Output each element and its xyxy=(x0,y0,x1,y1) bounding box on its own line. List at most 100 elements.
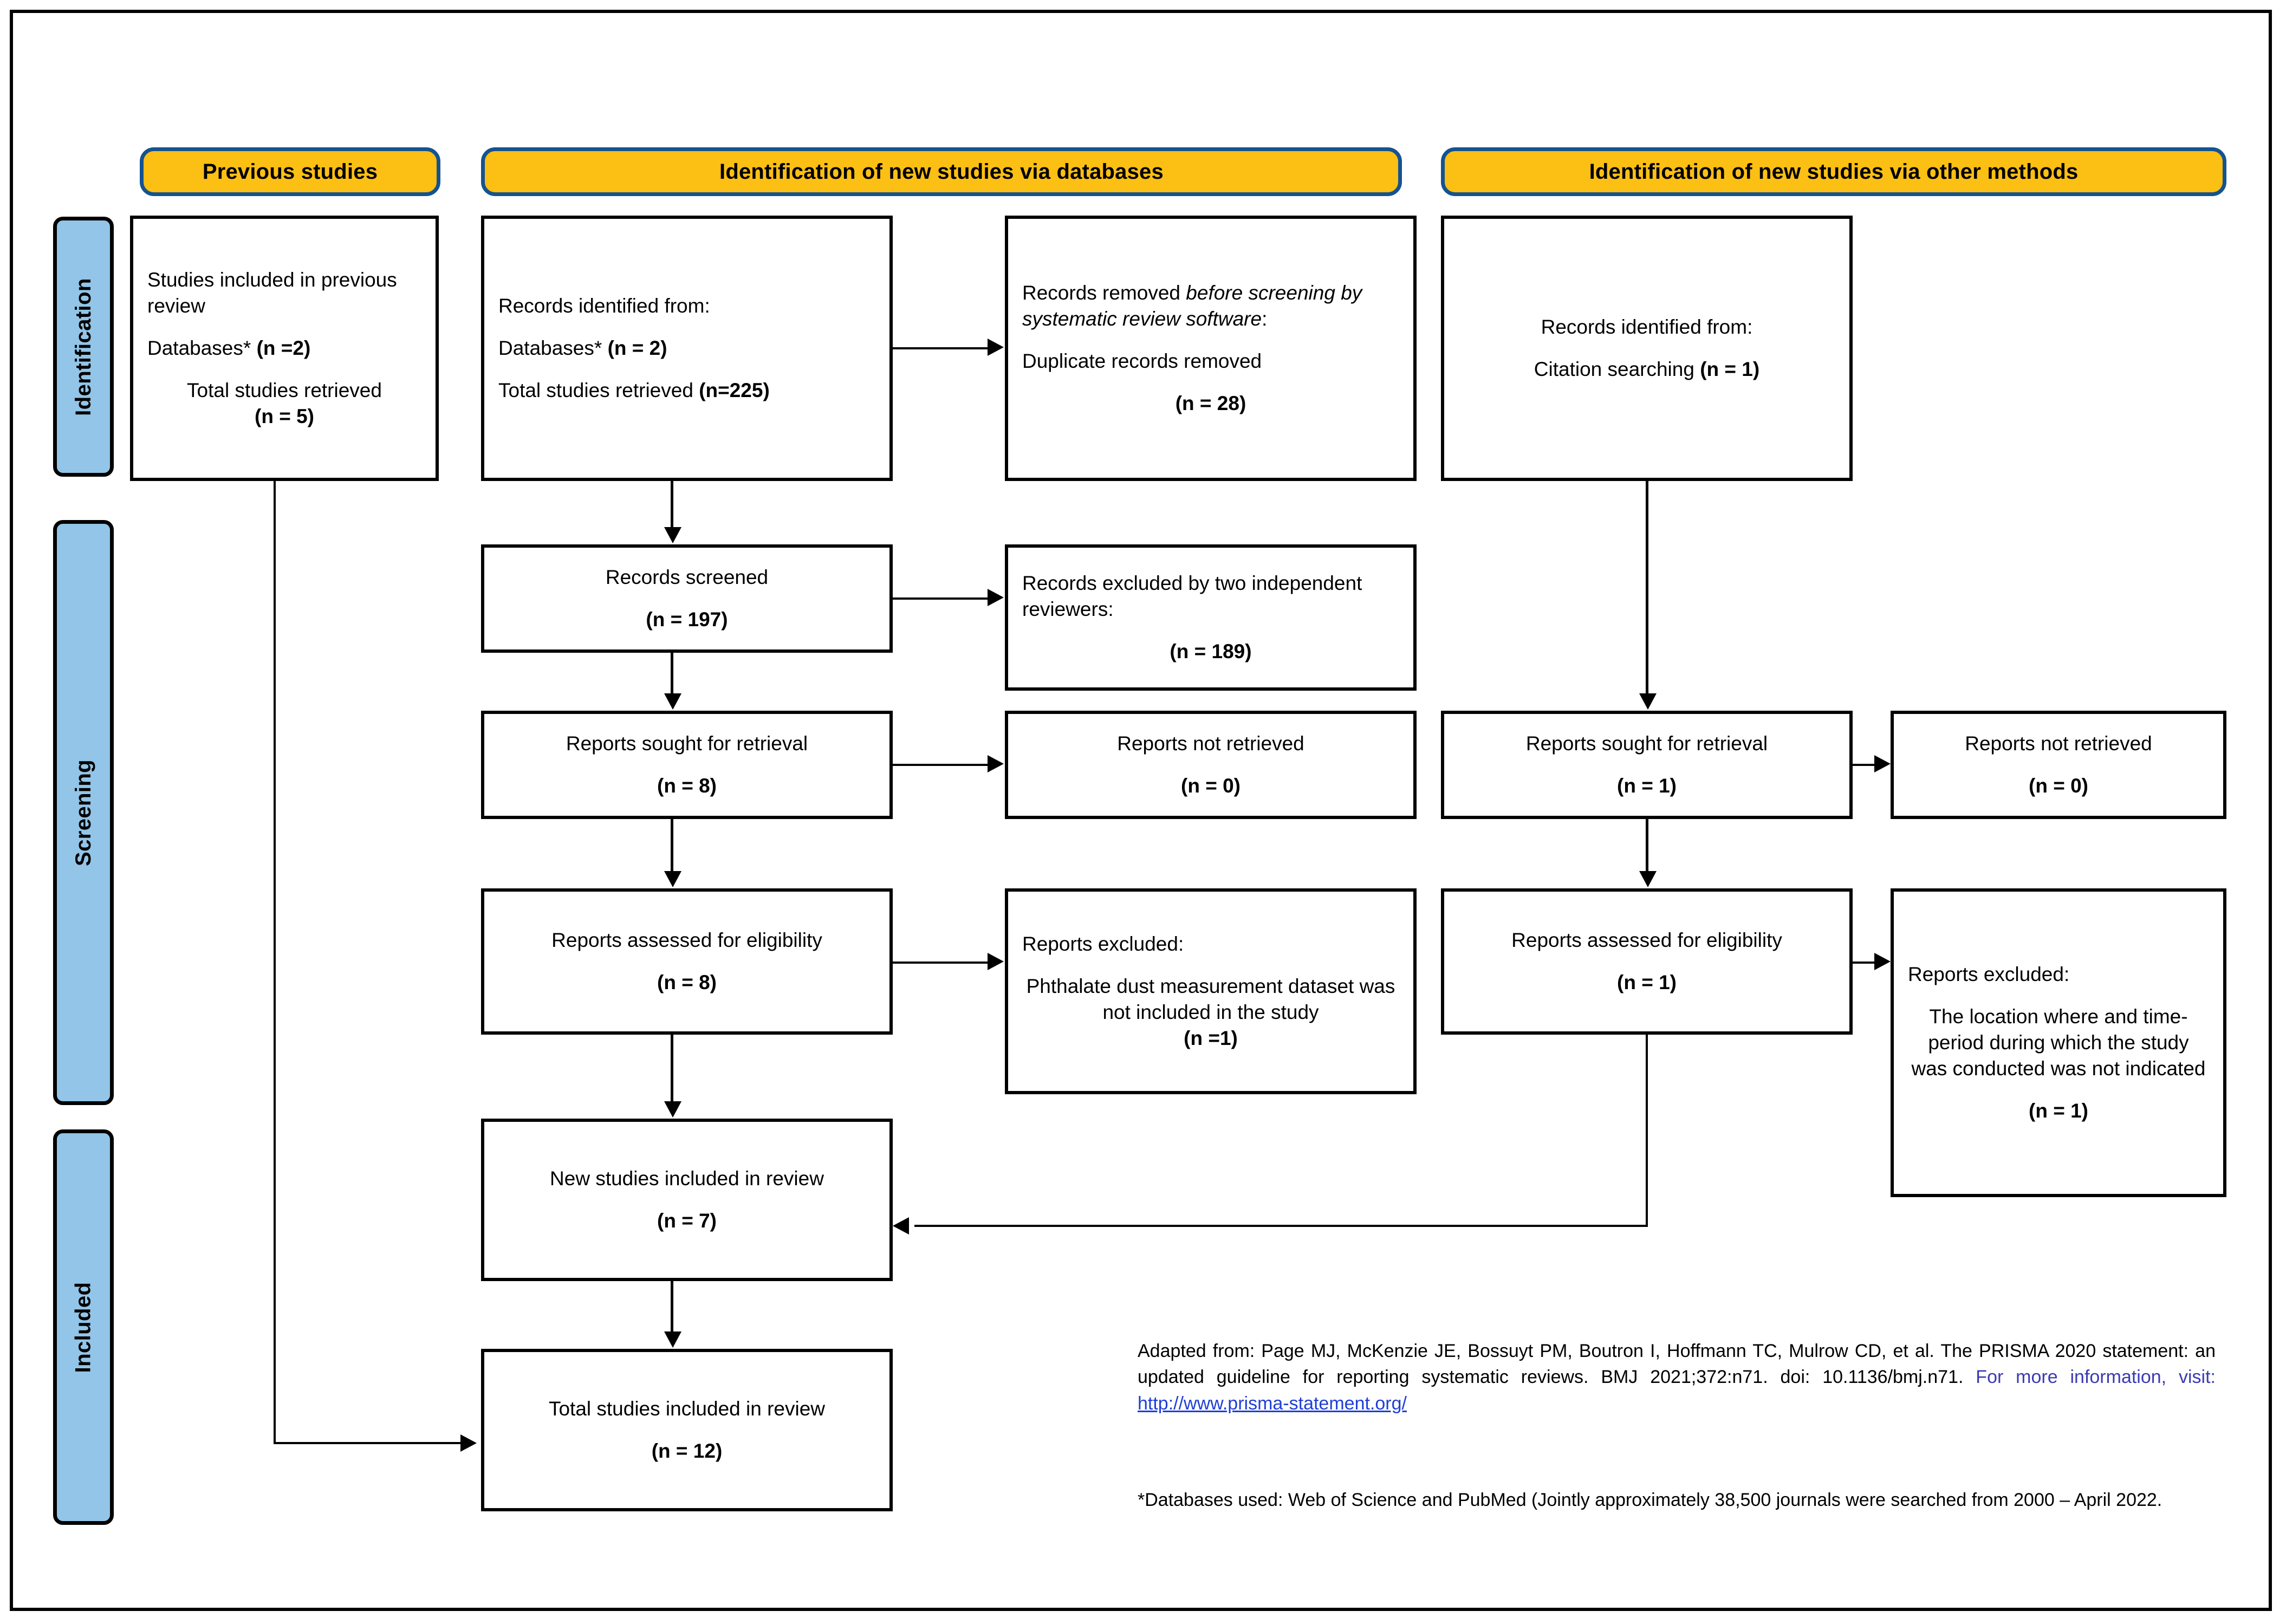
arrowhead-identified-to-sought-other xyxy=(1639,693,1657,710)
new-studies-included-line1: New studies included in review xyxy=(550,1167,824,1190)
reports-excluded-db-reason: Phthalate dust measurement dataset was n… xyxy=(1026,975,1395,1023)
spacer xyxy=(1022,957,1399,973)
arrowhead-sought-to-assessed-other xyxy=(1639,871,1657,887)
box-reports-sought-other: Reports sought for retrieval (n = 1) xyxy=(1441,711,1853,819)
reports-assessed-db-line1: Reports assessed for eligibility xyxy=(551,928,822,951)
spacer xyxy=(1908,988,2209,1004)
column-header-previous-studies: Previous studies xyxy=(140,147,440,196)
arrowhead-screened-to-excluded xyxy=(988,589,1004,606)
reports-not-retrieved-db-count-value: (n = 0) xyxy=(1181,775,1241,797)
box-records-removed: Records removed before screening by syst… xyxy=(1005,216,1417,481)
box-records-identified-other: Records identified from: Citation search… xyxy=(1441,216,1853,481)
total-studies-included-line1: Total studies included in review xyxy=(548,1397,826,1420)
box-reports-not-retrieved-other: Reports not retrieved (n = 0) xyxy=(1891,711,2226,819)
box-reports-excluded-databases: Reports excluded: Phthalate dust measure… xyxy=(1005,888,1417,1094)
records-identified-other-line2: Citation searching (n = 1) xyxy=(1458,356,1835,382)
records-removed-line1-italic: before screening by systematic review so… xyxy=(1022,281,1362,330)
arrowhead-assessed-to-excluded-other xyxy=(1874,953,1891,970)
arrowhead-assessed-to-newstudies xyxy=(664,1101,681,1118)
box-records-identified-databases: Records identified from: Databases* (n =… xyxy=(481,216,893,481)
prisma-statement-link[interactable]: http://www.prisma-statement.org/ xyxy=(1138,1393,1407,1414)
connector-identified-to-sought-other xyxy=(1646,481,1648,693)
spacer xyxy=(147,319,421,335)
column-header-other-methods: Identification of new studies via other … xyxy=(1441,147,2226,196)
records-identified-other-line2-count: (n = 1) xyxy=(1700,358,1760,380)
column-header-other-methods-label: Identification of new studies via other … xyxy=(1589,159,2079,184)
spacer xyxy=(498,590,875,607)
records-screened-count-value: (n = 197) xyxy=(646,608,728,631)
box-records-excluded: Records excluded by two independent revi… xyxy=(1005,544,1417,691)
stage-bar-included-label: Included xyxy=(71,1282,95,1373)
spacer xyxy=(498,757,875,773)
spacer xyxy=(498,361,875,378)
note-prisma-citation: Adapted from: Page MJ, McKenzie JE, Boss… xyxy=(1138,1338,2216,1417)
connector-sought-to-assessed-other xyxy=(1646,819,1648,871)
arrowhead-screened-to-sought xyxy=(664,693,681,710)
previous-studies-line1: Studies included in previous review xyxy=(147,268,397,317)
records-removed-line2: Duplicate records removed xyxy=(1022,350,1262,372)
arrowhead-previous-to-total xyxy=(460,1434,477,1452)
spacer xyxy=(1022,374,1399,391)
records-identified-db-line2: Databases* (n = 2) xyxy=(498,335,875,361)
stage-bar-identification-label: Identification xyxy=(71,277,95,416)
reports-excluded-other-count: (n = 1) xyxy=(1908,1098,2209,1124)
reports-excluded-other-reason: The location where and time-period durin… xyxy=(1911,1005,2206,1080)
box-reports-sought-databases: Reports sought for retrieval (n = 8) xyxy=(481,711,893,819)
box-reports-not-retrieved-databases: Reports not retrieved (n = 0) xyxy=(1005,711,1417,819)
records-identified-db-line1: Records identified from: xyxy=(498,294,710,317)
reports-excluded-db-count: (n =1) xyxy=(1022,1025,1399,1051)
reports-sought-db-count: (n = 8) xyxy=(498,773,875,799)
note-citation-cta: For more information, visit: xyxy=(1976,1367,2216,1388)
reports-assessed-db-count: (n = 8) xyxy=(498,970,875,996)
total-studies-included-count-value: (n = 12) xyxy=(651,1440,723,1462)
records-identified-db-line3-count: (n=225) xyxy=(699,379,770,402)
reports-assessed-db-count-value: (n = 8) xyxy=(657,971,717,993)
column-header-previous-studies-label: Previous studies xyxy=(202,159,378,184)
arrowhead-assessed-to-excluded-db xyxy=(988,953,1004,970)
spacer xyxy=(1022,757,1399,773)
connector-other-to-newstudies-vertical xyxy=(1646,1035,1648,1227)
previous-studies-line2-count: (n =2) xyxy=(256,336,311,359)
previous-studies-line3-text: Total studies retrieved xyxy=(187,379,382,402)
connector-sought-to-notretrieved-other xyxy=(1853,764,1874,766)
new-studies-included-count-value: (n = 7) xyxy=(657,1210,717,1232)
connector-assessed-to-excluded-db xyxy=(893,962,988,964)
records-removed-count-value: (n = 28) xyxy=(1175,392,1246,415)
arrowhead-sought-to-notretrieved-db xyxy=(988,755,1004,772)
note-databases-text: *Databases used: Web of Science and PubM… xyxy=(1138,1490,2162,1510)
reports-not-retrieved-other-count-value: (n = 0) xyxy=(2029,775,2088,797)
connector-assessed-to-excluded-other xyxy=(1853,962,1874,964)
reports-assessed-other-line1: Reports assessed for eligibility xyxy=(1511,928,1782,951)
previous-studies-line2-text: Databases* xyxy=(147,336,257,359)
records-screened-count: (n = 197) xyxy=(498,607,875,633)
spacer xyxy=(1458,340,1835,356)
reports-assessed-other-count-value: (n = 1) xyxy=(1617,971,1677,993)
box-reports-excluded-other: Reports excluded: The location where and… xyxy=(1891,888,2226,1197)
connector-screened-to-sought xyxy=(671,653,673,693)
previous-studies-line3-count: (n = 5) xyxy=(255,405,314,428)
spacer xyxy=(498,1422,875,1438)
arrowhead-sought-to-assessed-db xyxy=(664,871,681,887)
stage-bar-screening-label: Screening xyxy=(71,759,95,866)
connector-assessed-to-newstudies xyxy=(671,1035,673,1101)
spacer xyxy=(498,953,875,970)
reports-sought-other-count: (n = 1) xyxy=(1458,773,1835,799)
previous-studies-line3: Total studies retrieved (n = 5) xyxy=(147,378,421,430)
reports-assessed-other-count: (n = 1) xyxy=(1458,970,1835,996)
spacer xyxy=(147,361,421,378)
records-removed-count: (n = 28) xyxy=(1022,391,1399,417)
total-studies-included-count: (n = 12) xyxy=(498,1438,875,1464)
records-removed-line1: Records removed before screening by syst… xyxy=(1022,280,1399,332)
reports-excluded-other-title: Reports excluded: xyxy=(1908,963,2070,985)
new-studies-included-count: (n = 7) xyxy=(498,1208,875,1234)
connector-screened-to-excluded xyxy=(893,597,988,600)
connector-sought-to-notretrieved-db xyxy=(893,764,988,766)
box-previous-studies: Studies included in previous review Data… xyxy=(130,216,439,481)
arrowhead-identified-to-removed xyxy=(988,339,1004,356)
spacer xyxy=(498,319,875,335)
arrowhead-identified-to-screened xyxy=(664,527,681,543)
column-header-databases-label: Identification of new studies via databa… xyxy=(719,159,1164,184)
connector-other-to-newstudies-horizontal xyxy=(914,1225,1648,1227)
note-databases-used: *Databases used: Web of Science and PubM… xyxy=(1138,1487,2216,1513)
